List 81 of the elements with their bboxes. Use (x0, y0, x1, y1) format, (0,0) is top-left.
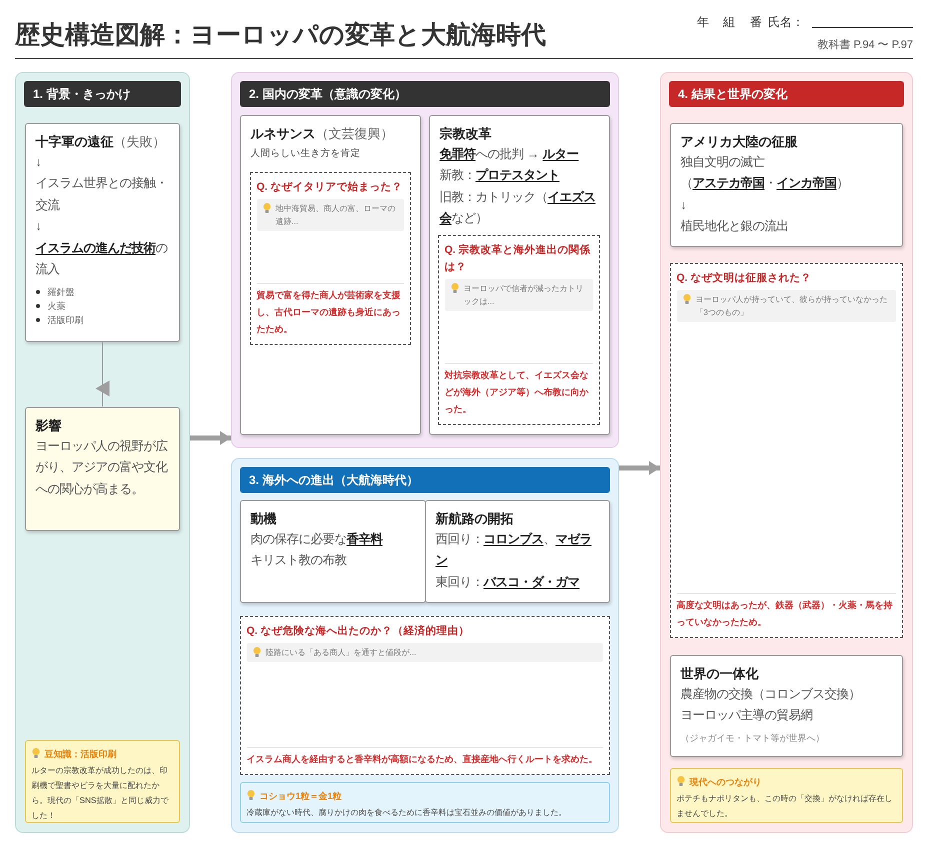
card-text: 旧教：カトリック（イエズス会など） (440, 188, 596, 227)
card-text: 独自文明の滅亡 (680, 154, 764, 170)
arrow (619, 461, 660, 475)
section-header: 2. 国内の変革（意識の変化） (240, 81, 610, 107)
card-heading: 新航路の開拓 (436, 510, 514, 528)
card-text: ヨーロッパ主導の貿易網 (680, 707, 812, 724)
card-text: ヨーロッパ人の視野が広がり、アジアの富や文化への関心が高まる。 (36, 438, 169, 498)
question-text: Q. なぜイタリアで始まった？ (256, 180, 403, 194)
content-card (24, 122, 180, 342)
question-text: Q. なぜ文明は征服された？ (676, 270, 812, 286)
list-item-text: 火薬 (48, 300, 66, 312)
card-heading: 十字軍の遠征（失敗） (36, 132, 166, 150)
card-heading: アメリカ大陸の征服 (680, 132, 798, 150)
content-card (428, 114, 610, 434)
card-text: キリスト教の布教 (250, 552, 346, 569)
content-card (670, 654, 902, 756)
card-text: 西回り：コロンブス、マゼラン (436, 530, 592, 569)
hint-text: ヨーロッパで信者が減ったカトリックは... (464, 282, 584, 308)
card-text: （アステカ帝国・インカ帝国） (680, 175, 848, 192)
card-text: イスラムの進んだ技術の流入 (36, 240, 168, 278)
section-panel (231, 72, 619, 448)
hint-text: 陸路にいる「ある商人」を通すと値段が... (266, 646, 416, 658)
card-subtitle: 人間らしい生き方を肯定 (250, 146, 360, 160)
hint-text: 地中海貿易、商人の富、ローマの遺跡... (276, 202, 396, 228)
answer-text: 高度な文明はあったが、鉄器（武器）・火薬・馬を持っていなかったため。 (676, 598, 894, 629)
section-header: 3. 海外への進出（大航海時代） (240, 467, 610, 493)
content-card (24, 406, 180, 530)
card-heading: 世界の一体化 (680, 664, 758, 682)
list-item-text: 羅針盤 (48, 286, 74, 298)
tip-title: 豆知識：活版印刷 (44, 748, 116, 758)
question-text: Q. なぜ危険な海へ出たのか？（経済的理由） (246, 624, 470, 638)
tip-text: 冷蔵庫がない時代、腐りかけの肉を食べるために香辛料は宝石並みの価値がありました。 (246, 806, 568, 818)
tip-title: 現代へのつながり (690, 776, 762, 786)
arrow (96, 341, 110, 407)
answer-text: 貿易で富を得た商人が芸術家を支援し、古代ローマの遺跡も身近にあったため。 (256, 288, 402, 336)
question-text: Q. 宗教改革と海外進出の関係は？ (444, 242, 592, 274)
card-text: イスラム世界との接触・交流 (36, 175, 168, 214)
form-label: 氏名： (768, 14, 804, 30)
arrow-symbol: ↓ (36, 218, 42, 235)
card-heading: 動機 (250, 510, 276, 528)
tip-text: ポテチもナポリタンも、この時の「交換」がなければ存在しませんでした。 (676, 792, 894, 820)
card-text: 農産物の交換（コロンブス交換） (680, 686, 860, 702)
arrow (190, 431, 231, 445)
content-card (240, 114, 420, 434)
section-header: 1. 背景・きっかけ (24, 81, 181, 107)
question-box (250, 172, 410, 344)
section-panel (231, 458, 619, 833)
form-label: 年 (697, 14, 709, 30)
page-reference: 教科書 P.94 〜 P.97 (817, 38, 913, 53)
tip-box (240, 782, 610, 822)
tip-box (24, 740, 180, 822)
section-panel (15, 72, 190, 833)
question-box (438, 234, 600, 424)
section-header: 4. 結果と世界の変化 (669, 81, 904, 107)
content-card (670, 122, 902, 246)
arrow-symbol: ↓ (36, 154, 42, 170)
card-text: 免罪符への批判 → ルター (440, 146, 579, 162)
page-title: 歴史構造図解：ヨーロッパの変革と大航海時代 (15, 20, 546, 51)
answer-text: イスラム商人を経由すると香辛料が高額になるため、直接産地へ行くルートを求めた。 (246, 752, 598, 766)
tip-box (670, 768, 902, 822)
card-text: 東回り：バスコ・ダ・ガマ (436, 574, 580, 590)
answer-text: 対抗宗教改革として、イエズス会などが海外（アジア等）へ布教に向かった。 (444, 368, 590, 416)
content-card (240, 500, 426, 602)
question-box (240, 616, 610, 774)
card-text: 植民地化と銀の流出 (680, 218, 788, 235)
card-heading: ルネサンス（文芸復興） (250, 124, 394, 142)
form-label: 番 (750, 14, 762, 30)
arrow-symbol: ↓ (680, 196, 687, 214)
hint-text: ヨーロッパ人が持っていて、彼らが持っていなかった「3つのもの」 (696, 294, 888, 318)
card-text: 新教：プロテスタント (440, 167, 560, 184)
card-text: 肉の保存に必要な香辛料 (250, 530, 382, 548)
tip-text: ルターの宗教改革が成功したのは、印刷機で聖書やビラを大量に配れたから。現代の「SNS拡散」と同じ威力でした！ (32, 764, 170, 822)
list-item-text: 活版印刷 (48, 314, 84, 326)
card-heading: 宗教改革 (440, 124, 492, 142)
card-heading: 影響 (36, 416, 62, 434)
content-card (424, 500, 610, 602)
section-panel (660, 72, 913, 833)
question-box (670, 262, 902, 638)
tip-title: コショウ1粒＝金1粒 (260, 790, 342, 800)
form-label: 組 (723, 14, 735, 30)
card-note: （ジャガイモ・トマト等が世界へ） (680, 732, 824, 744)
